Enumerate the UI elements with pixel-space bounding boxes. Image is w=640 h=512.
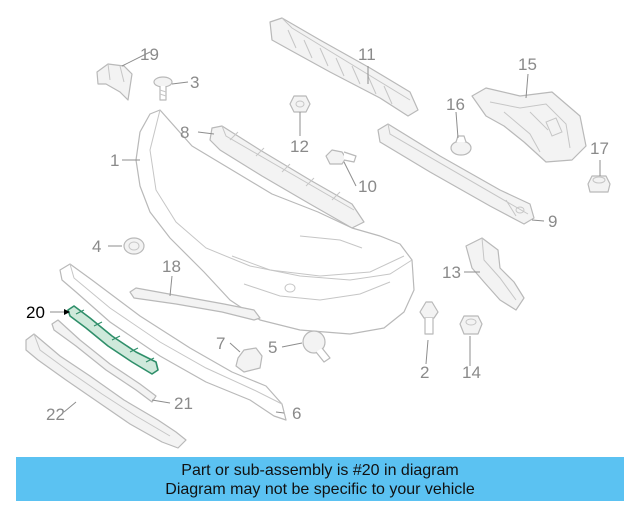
callout-10: 10 — [358, 177, 377, 196]
part-19-bracket — [96, 63, 133, 101]
callout-8: 8 — [180, 123, 189, 142]
callout-18: 18 — [162, 257, 181, 276]
leader-lines — [50, 51, 601, 414]
callout-12: 12 — [290, 137, 309, 156]
callout-6: 6 — [292, 404, 301, 423]
part-22-deflector — [25, 333, 187, 449]
callout-17: 17 — [590, 139, 609, 158]
part-10-bolt — [325, 149, 357, 165]
callout-13: 13 — [442, 263, 461, 282]
part-8-absorber — [209, 125, 365, 229]
part-5-washer — [302, 330, 331, 363]
callout-4: 4 — [92, 237, 101, 256]
callout-1: 1 — [110, 151, 119, 170]
callout-16: 16 — [446, 95, 465, 114]
callout-labels: 1 2 3 4 5 6 7 8 9 10 11 12 13 14 15 16 1… — [26, 45, 609, 424]
part-9-reinforcement — [377, 123, 535, 225]
callout-9: 9 — [548, 212, 557, 231]
part-2-clip — [419, 301, 439, 335]
part-17-nut — [587, 175, 611, 193]
callout-7: 7 — [216, 334, 225, 353]
part-20-highlighted-strip — [67, 305, 159, 375]
banner-line-2: Diagram may not be specific to your vehi… — [165, 481, 475, 498]
part-4-clip — [123, 237, 145, 255]
part-6-valance — [59, 263, 287, 421]
part-15-bracket — [471, 87, 587, 163]
callout-22: 22 — [46, 405, 65, 424]
callout-21: 21 — [174, 394, 193, 413]
callout-2: 2 — [420, 363, 429, 382]
callout-15: 15 — [518, 55, 537, 74]
callout-3: 3 — [190, 73, 199, 92]
callout-19: 19 — [140, 45, 159, 64]
part-7-retainer — [235, 347, 263, 373]
part-16-pin — [450, 135, 472, 156]
info-banner: Part or sub-assembly is #20 in diagram D… — [16, 457, 624, 501]
part-3-screw — [153, 76, 173, 101]
part-11-absorber — [269, 17, 419, 117]
callout-20: 20 — [26, 303, 45, 322]
part-13-bracket — [465, 237, 525, 311]
part-21-strip — [51, 319, 157, 403]
callout-11: 11 — [358, 45, 376, 64]
callout-14: 14 — [462, 363, 481, 382]
callout-5: 5 — [268, 338, 277, 357]
part-14-nut — [459, 315, 483, 335]
part-12-nut — [289, 95, 311, 113]
banner-line-1: Part or sub-assembly is #20 in diagram — [181, 462, 459, 479]
part-18-molding — [129, 287, 261, 321]
part-1-bumper-cover — [135, 109, 415, 335]
